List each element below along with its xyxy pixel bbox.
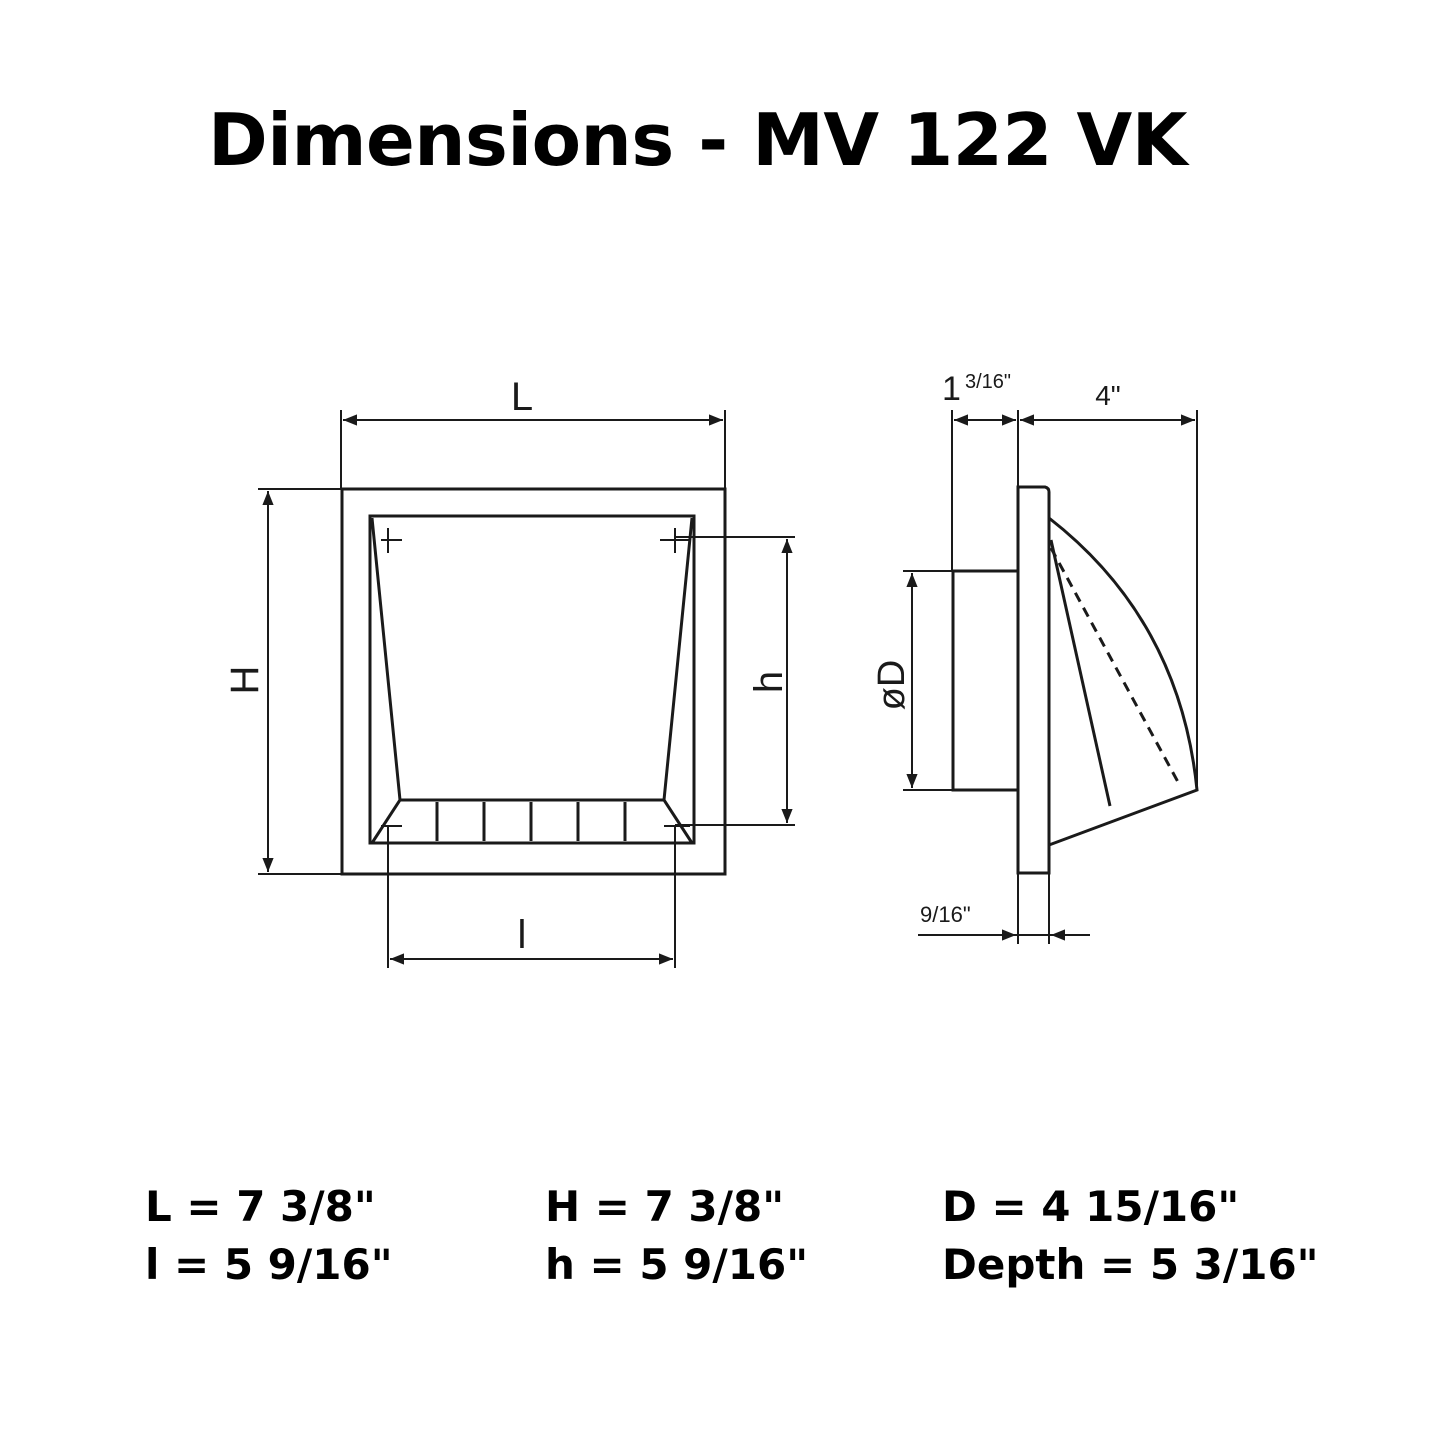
louver-left-edge (370, 517, 402, 844)
spec-depth: Depth = 5 3/16" (942, 1240, 1319, 1289)
dimension-label-L: L (511, 375, 533, 419)
inner-opening (368, 514, 696, 845)
dimension-label-diameter: øD (871, 660, 913, 711)
flange-plate (1016, 485, 1051, 875)
hood-outline (1048, 516, 1199, 847)
dimension-label-H: H (223, 666, 267, 695)
dimension-label-flange-offset-whole: 1 (942, 370, 961, 408)
dimension-label-l: l (518, 913, 527, 957)
front-view (258, 410, 795, 968)
dimension-label-flange-offset-fraction: 3/16" (965, 371, 1011, 393)
spec-h: h = 5 9/16" (545, 1240, 809, 1289)
louver-right-edge (662, 517, 694, 844)
page-title: Dimensions - MV 122 VK (208, 98, 1188, 182)
side-view (903, 410, 1199, 944)
dimension-label-h: h (747, 671, 791, 693)
dimension-label-flange-thickness: 9/16" (920, 902, 971, 927)
dimension-label-hood-depth: 4" (1095, 380, 1121, 411)
spec-D: D = 4 15/16" (942, 1182, 1240, 1231)
spec-H: H = 7 3/8" (545, 1182, 785, 1231)
duct-spigot (951, 569, 1020, 792)
spec-column-diameter-depth: D = 4 15/16" Depth = 5 3/16" (942, 1178, 1319, 1294)
outer-frame (340, 487, 727, 876)
spec-column-height: H = 7 3/8" h = 5 9/16" (545, 1178, 808, 1294)
spec-l: l = 5 9/16" (145, 1240, 393, 1289)
spec-L: L = 7 3/8" (145, 1182, 376, 1231)
spec-column-width: L = 7 3/8" l = 5 9/16" (145, 1178, 393, 1294)
